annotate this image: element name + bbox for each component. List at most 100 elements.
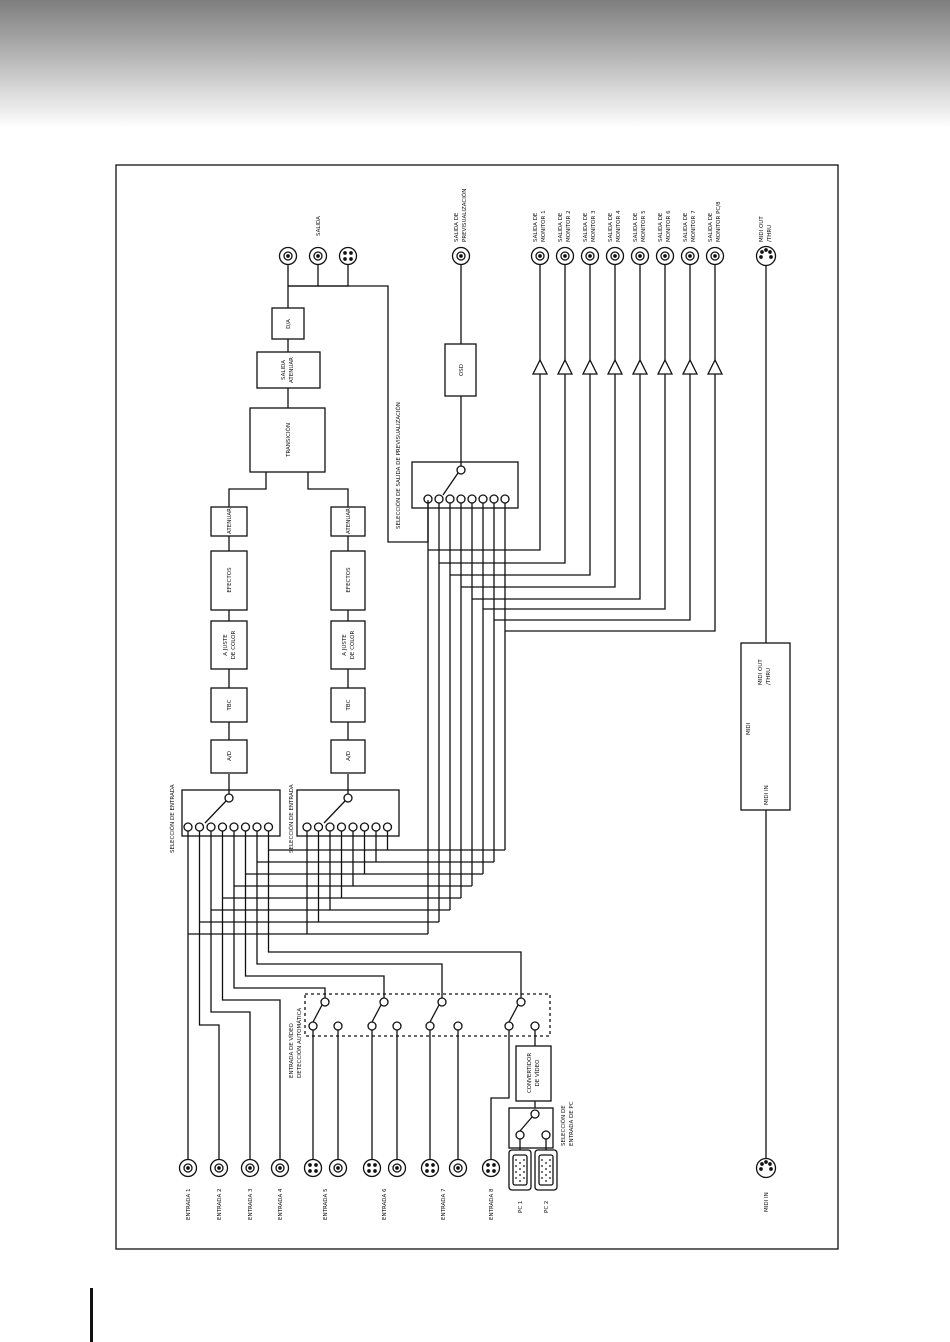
auto-switch-7 (425, 997, 463, 1159)
preview-selector-terminals (423, 494, 510, 504)
pc2-label: PC 2 (544, 1201, 550, 1213)
monitor-8-label-b: MONITOR PC/8 (716, 201, 722, 242)
monitor-6-label-a: SALIDA DE (658, 212, 664, 242)
monitor-output-6 (483, 246, 675, 610)
pc-selection-label-a: SELECCIÓN DE (560, 1105, 567, 1146)
midi-in-connector (755, 1157, 777, 1179)
page-margin-rule (90, 1288, 93, 1342)
output-fade-label-b: ATENUAR (289, 357, 295, 383)
fade-label-1: ATENUAR (227, 508, 233, 534)
monitor-5-label-a: SALIDA DE (633, 212, 639, 242)
input-bnc-1 (178, 1158, 198, 1178)
pc-selector-box (508, 1107, 554, 1149)
monitor-2-label-a: SALIDA DE (558, 212, 564, 242)
input-1-label: ENTRADA 1 (186, 1189, 192, 1220)
pc1-label: PC 1 (518, 1201, 524, 1213)
midi-in-label: MIDI IN (764, 1192, 770, 1212)
input-bnc-2 (209, 1158, 229, 1178)
midi-block-label: MIDI (746, 722, 752, 735)
output-label: SALIDA (316, 216, 322, 236)
input-8-label: ENTRADA 8 (489, 1188, 495, 1220)
pc1-vga-connector (508, 1149, 532, 1191)
input-bnc-6 (387, 1158, 407, 1178)
transition-label: TRANSICIÓN (285, 423, 292, 458)
auto-switch-6 (367, 997, 402, 1159)
monitor-3-label-b: MONITOR 3 (591, 210, 597, 242)
monitor-1-label-b: MONITOR 1 (541, 210, 547, 242)
preview-selector (411, 461, 519, 509)
auto-detection-label-b: DETECCIÓN AUTOMÁTICA (296, 1008, 303, 1078)
input-svideo-5 (303, 1158, 323, 1178)
midi-block-in-label: MIDI IN (764, 785, 770, 805)
ad-label-1: A/D (227, 751, 233, 761)
input-bnc-5 (328, 1158, 348, 1178)
input-selector-1-terminals (183, 822, 274, 832)
input-5-label: ENTRADA 5 (323, 1188, 329, 1220)
pc-selection-label-b: ENTRADA DE PC (569, 1101, 575, 1146)
monitor-output-4 (461, 246, 625, 588)
preview-output-label-b: PREVISUALIZACIÓN (461, 189, 468, 242)
monitor-4-label-a: SALIDA DE (608, 212, 614, 242)
monitor-3-label-a: SALIDA DE (583, 212, 589, 242)
monitor-4-label-b: MONITOR 4 (616, 210, 622, 242)
video-converter-label-b: DE VÍDEO (534, 1059, 541, 1087)
output-bnc-2 (308, 246, 328, 266)
monitor-7-label-a: SALIDA DE (683, 212, 689, 242)
output-fade-label-a: SALIDA (281, 360, 287, 380)
input-svideo-8 (481, 1158, 501, 1178)
monitor-output-8 (505, 246, 725, 632)
input-bnc-4 (270, 1158, 290, 1178)
input-6-label: ENTRADA 6 (382, 1188, 388, 1220)
input-7-label: ENTRADA 7 (441, 1188, 447, 1220)
midi-block-out-label-b: /THRU (766, 668, 772, 685)
osd-label: OSD (459, 364, 465, 376)
preview-output-bnc (451, 246, 471, 266)
monitor-output-1 (428, 246, 550, 551)
input-svideo-6 (362, 1158, 382, 1178)
video-converter-label-a: CONVERTIDOR (527, 1053, 533, 1093)
preview-output-label-a: SALIDA DE (454, 212, 460, 242)
auto-detection-box (304, 993, 551, 1037)
monitor-7-label-b: MONITOR 7 (691, 210, 697, 242)
midi-out-thru-label-a: MIDI OUT (759, 216, 765, 242)
auto-detection-label-a: ENTRADA DE VÍDEO (288, 1022, 295, 1078)
tbc-label-1: TBC (227, 699, 233, 711)
color-adjust-block-2 (330, 620, 366, 670)
header-gradient-band (0, 0, 950, 128)
color-adjust-label-1b: DE COLOR (231, 631, 237, 660)
input-svideo-7 (420, 1158, 440, 1178)
midi-out-thru-label-b: /THRU (767, 225, 773, 242)
monitor-6-label-b: MONITOR 6 (666, 210, 672, 242)
preview-selector-label: SELECCIÓN DE SALIDA DE PREVISUALIZACIÓN (395, 402, 402, 529)
pc2-vga-connector (534, 1149, 558, 1191)
auto-switch-5 (308, 997, 343, 1159)
monitor-output-7 (494, 246, 700, 621)
monitor-output-3 (450, 246, 600, 576)
midi-block-out-label-a: MIDI OUT (758, 659, 764, 685)
input-selector-2-label: SELECCIÓN DE ENTRADA (288, 784, 295, 853)
fade-label-2: ATENUAR (346, 508, 352, 534)
color-adjust-label-2a: A JUSTE (342, 634, 348, 656)
monitor-8-label-a: SALIDA DE (708, 212, 714, 242)
effects-label-1: EFECTOS (227, 567, 233, 593)
monitor-output-2 (439, 246, 575, 564)
input-selector-1 (181, 789, 281, 837)
effects-label-2: EFECTOS (346, 567, 352, 593)
input-3-label: ENTRADA 3 (248, 1188, 254, 1220)
input-2-label: ENTRADA 2 (217, 1189, 223, 1220)
diagram-frame (115, 164, 839, 1250)
color-adjust-label-1a: A JUSTE (223, 634, 229, 656)
monitor-1-label-a: SALIDA DE (533, 212, 539, 242)
output-svideo (338, 246, 358, 266)
video-converter-block (515, 1045, 552, 1102)
tbc-label-2: TBC (346, 699, 352, 711)
output-bnc-1 (278, 246, 298, 266)
monitor-output-5 (472, 246, 650, 600)
da-label: D/A (286, 319, 292, 329)
input-4-label: ENTRADA 4 (278, 1188, 284, 1220)
midi-out-connector (755, 245, 777, 267)
input-bnc-7 (448, 1158, 468, 1178)
color-adjust-block-1 (210, 620, 248, 670)
ad-label-2: A/D (346, 751, 352, 761)
input-selector-1-label: SELECCIÓN DE ENTRADA (169, 784, 176, 853)
